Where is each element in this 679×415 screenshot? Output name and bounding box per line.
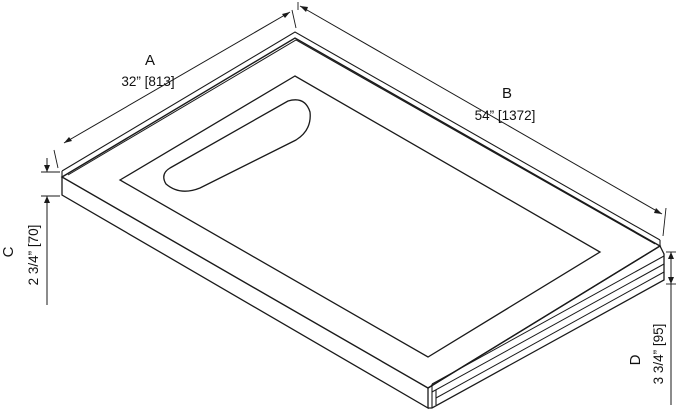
dimension-b-value: 54” [1372] xyxy=(475,108,536,123)
front-apron xyxy=(61,177,429,410)
dimension-d-value: 3 3/4” [95] xyxy=(651,324,666,385)
dimension-d-letter: D xyxy=(627,354,644,365)
arrowhead-a-left xyxy=(64,137,72,143)
side-flange-2 xyxy=(431,263,665,393)
side-apron xyxy=(427,245,665,409)
dimension-b-letter: B xyxy=(502,85,512,102)
arrowhead-d-bottom xyxy=(668,277,674,284)
arrowhead-b-right xyxy=(654,208,662,214)
dimension-line-a xyxy=(63,11,291,144)
dimension-a-letter: A xyxy=(145,52,155,69)
rim-back-lip-inner xyxy=(67,39,656,245)
arrowhead-a-right xyxy=(282,12,290,18)
dimension-c-value: 2 3/4” [70] xyxy=(26,225,41,286)
arrowhead-d-top xyxy=(668,252,674,259)
dimension-line-b xyxy=(299,5,663,215)
side-flange-3 xyxy=(435,271,665,399)
ext-line-b-right xyxy=(662,207,667,237)
arrowhead-b-left xyxy=(300,6,308,12)
dimension-d: D 3 3/4” [95] xyxy=(627,251,676,405)
dimension-b: B 54” [1372] xyxy=(297,2,667,237)
rim-outer-edge xyxy=(60,37,662,389)
shower-base xyxy=(60,31,665,410)
inner-pan xyxy=(118,75,602,358)
arrowhead-c-bottom xyxy=(44,196,50,203)
rim-back-lip xyxy=(61,31,661,241)
ext-line-a-left xyxy=(53,149,59,169)
dimension-c: C 2 3/4” [70] xyxy=(0,158,60,305)
dimension-a-value: 32” [813] xyxy=(121,74,174,89)
ext-line-a-right xyxy=(291,9,297,29)
side-flange-1 xyxy=(431,255,665,385)
dimension-a: A 32” [813] xyxy=(53,9,297,169)
dimension-c-letter: C xyxy=(0,246,17,257)
drain-trough xyxy=(163,99,311,192)
arrowhead-c-top xyxy=(44,165,50,172)
